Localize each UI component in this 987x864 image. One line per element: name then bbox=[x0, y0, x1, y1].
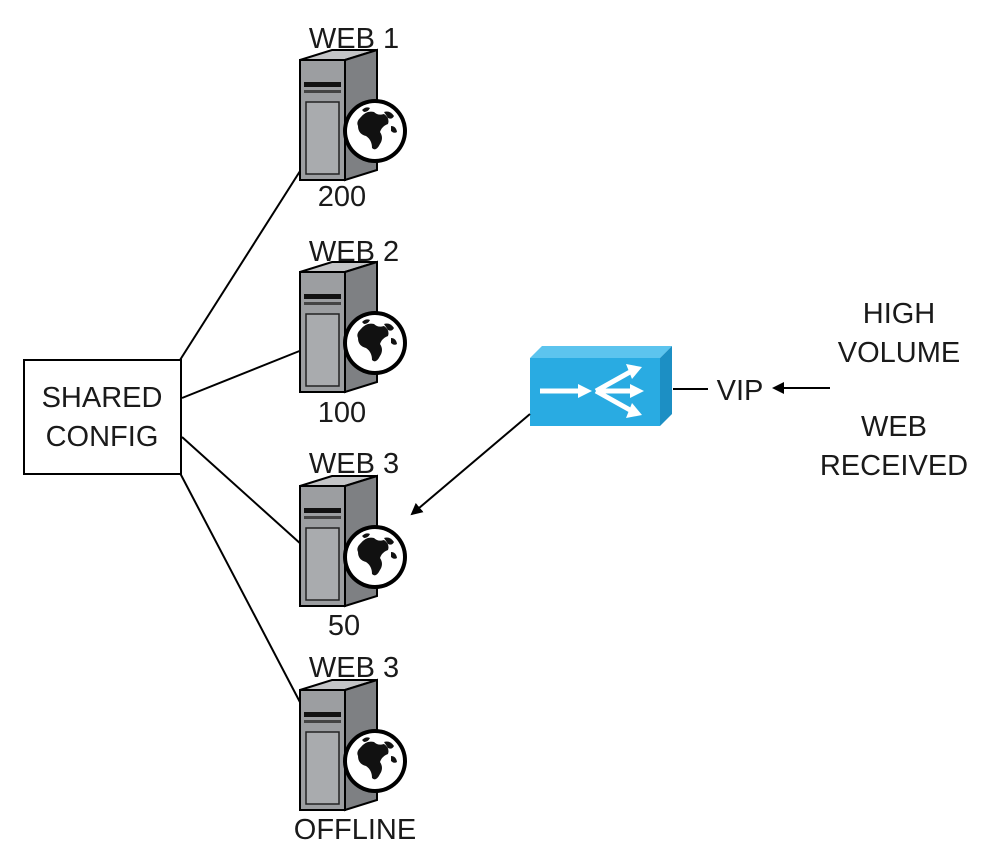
server-tower-icon bbox=[299, 475, 408, 607]
server-web2: WEB 2 100 bbox=[299, 236, 408, 429]
shared-config-node: SHARED CONFIG bbox=[23, 359, 182, 475]
shared-config-line2: CONFIG bbox=[46, 421, 159, 453]
server-status: OFFLINE bbox=[294, 814, 416, 846]
link-to-web3 bbox=[181, 436, 303, 546]
traffic-description: HIGH VOLUME WEB RECEIVED bbox=[820, 298, 968, 482]
link-to-web3-offline bbox=[179, 472, 303, 707]
load-balancer-icon bbox=[530, 346, 672, 426]
server-tower-icon bbox=[299, 49, 408, 181]
route-arrow bbox=[410, 413, 531, 516]
server-tower-icon bbox=[299, 261, 408, 393]
vip-label: VIP bbox=[717, 375, 764, 407]
traffic-line1: HIGH bbox=[863, 298, 936, 330]
server-weight: 200 bbox=[318, 181, 366, 213]
traffic-line4: RECEIVED bbox=[820, 450, 968, 482]
server-web3-offline: WEB 3 OFFLINE bbox=[294, 652, 416, 846]
server-weight: 50 bbox=[328, 610, 360, 642]
server-web1: WEB 1 200 bbox=[299, 23, 408, 213]
traffic-line3: WEB bbox=[861, 411, 927, 443]
server-web3: WEB 3 50 bbox=[299, 448, 408, 642]
shared-config-line1: SHARED bbox=[42, 382, 163, 414]
link-to-web1 bbox=[179, 167, 303, 361]
link-to-web2 bbox=[181, 349, 303, 399]
server-weight: 100 bbox=[318, 397, 366, 429]
server-tower-icon bbox=[299, 679, 408, 811]
traffic-line2: VOLUME bbox=[838, 337, 960, 369]
server-name: WEB 3 bbox=[309, 652, 399, 684]
server-name: WEB 3 bbox=[309, 448, 399, 480]
